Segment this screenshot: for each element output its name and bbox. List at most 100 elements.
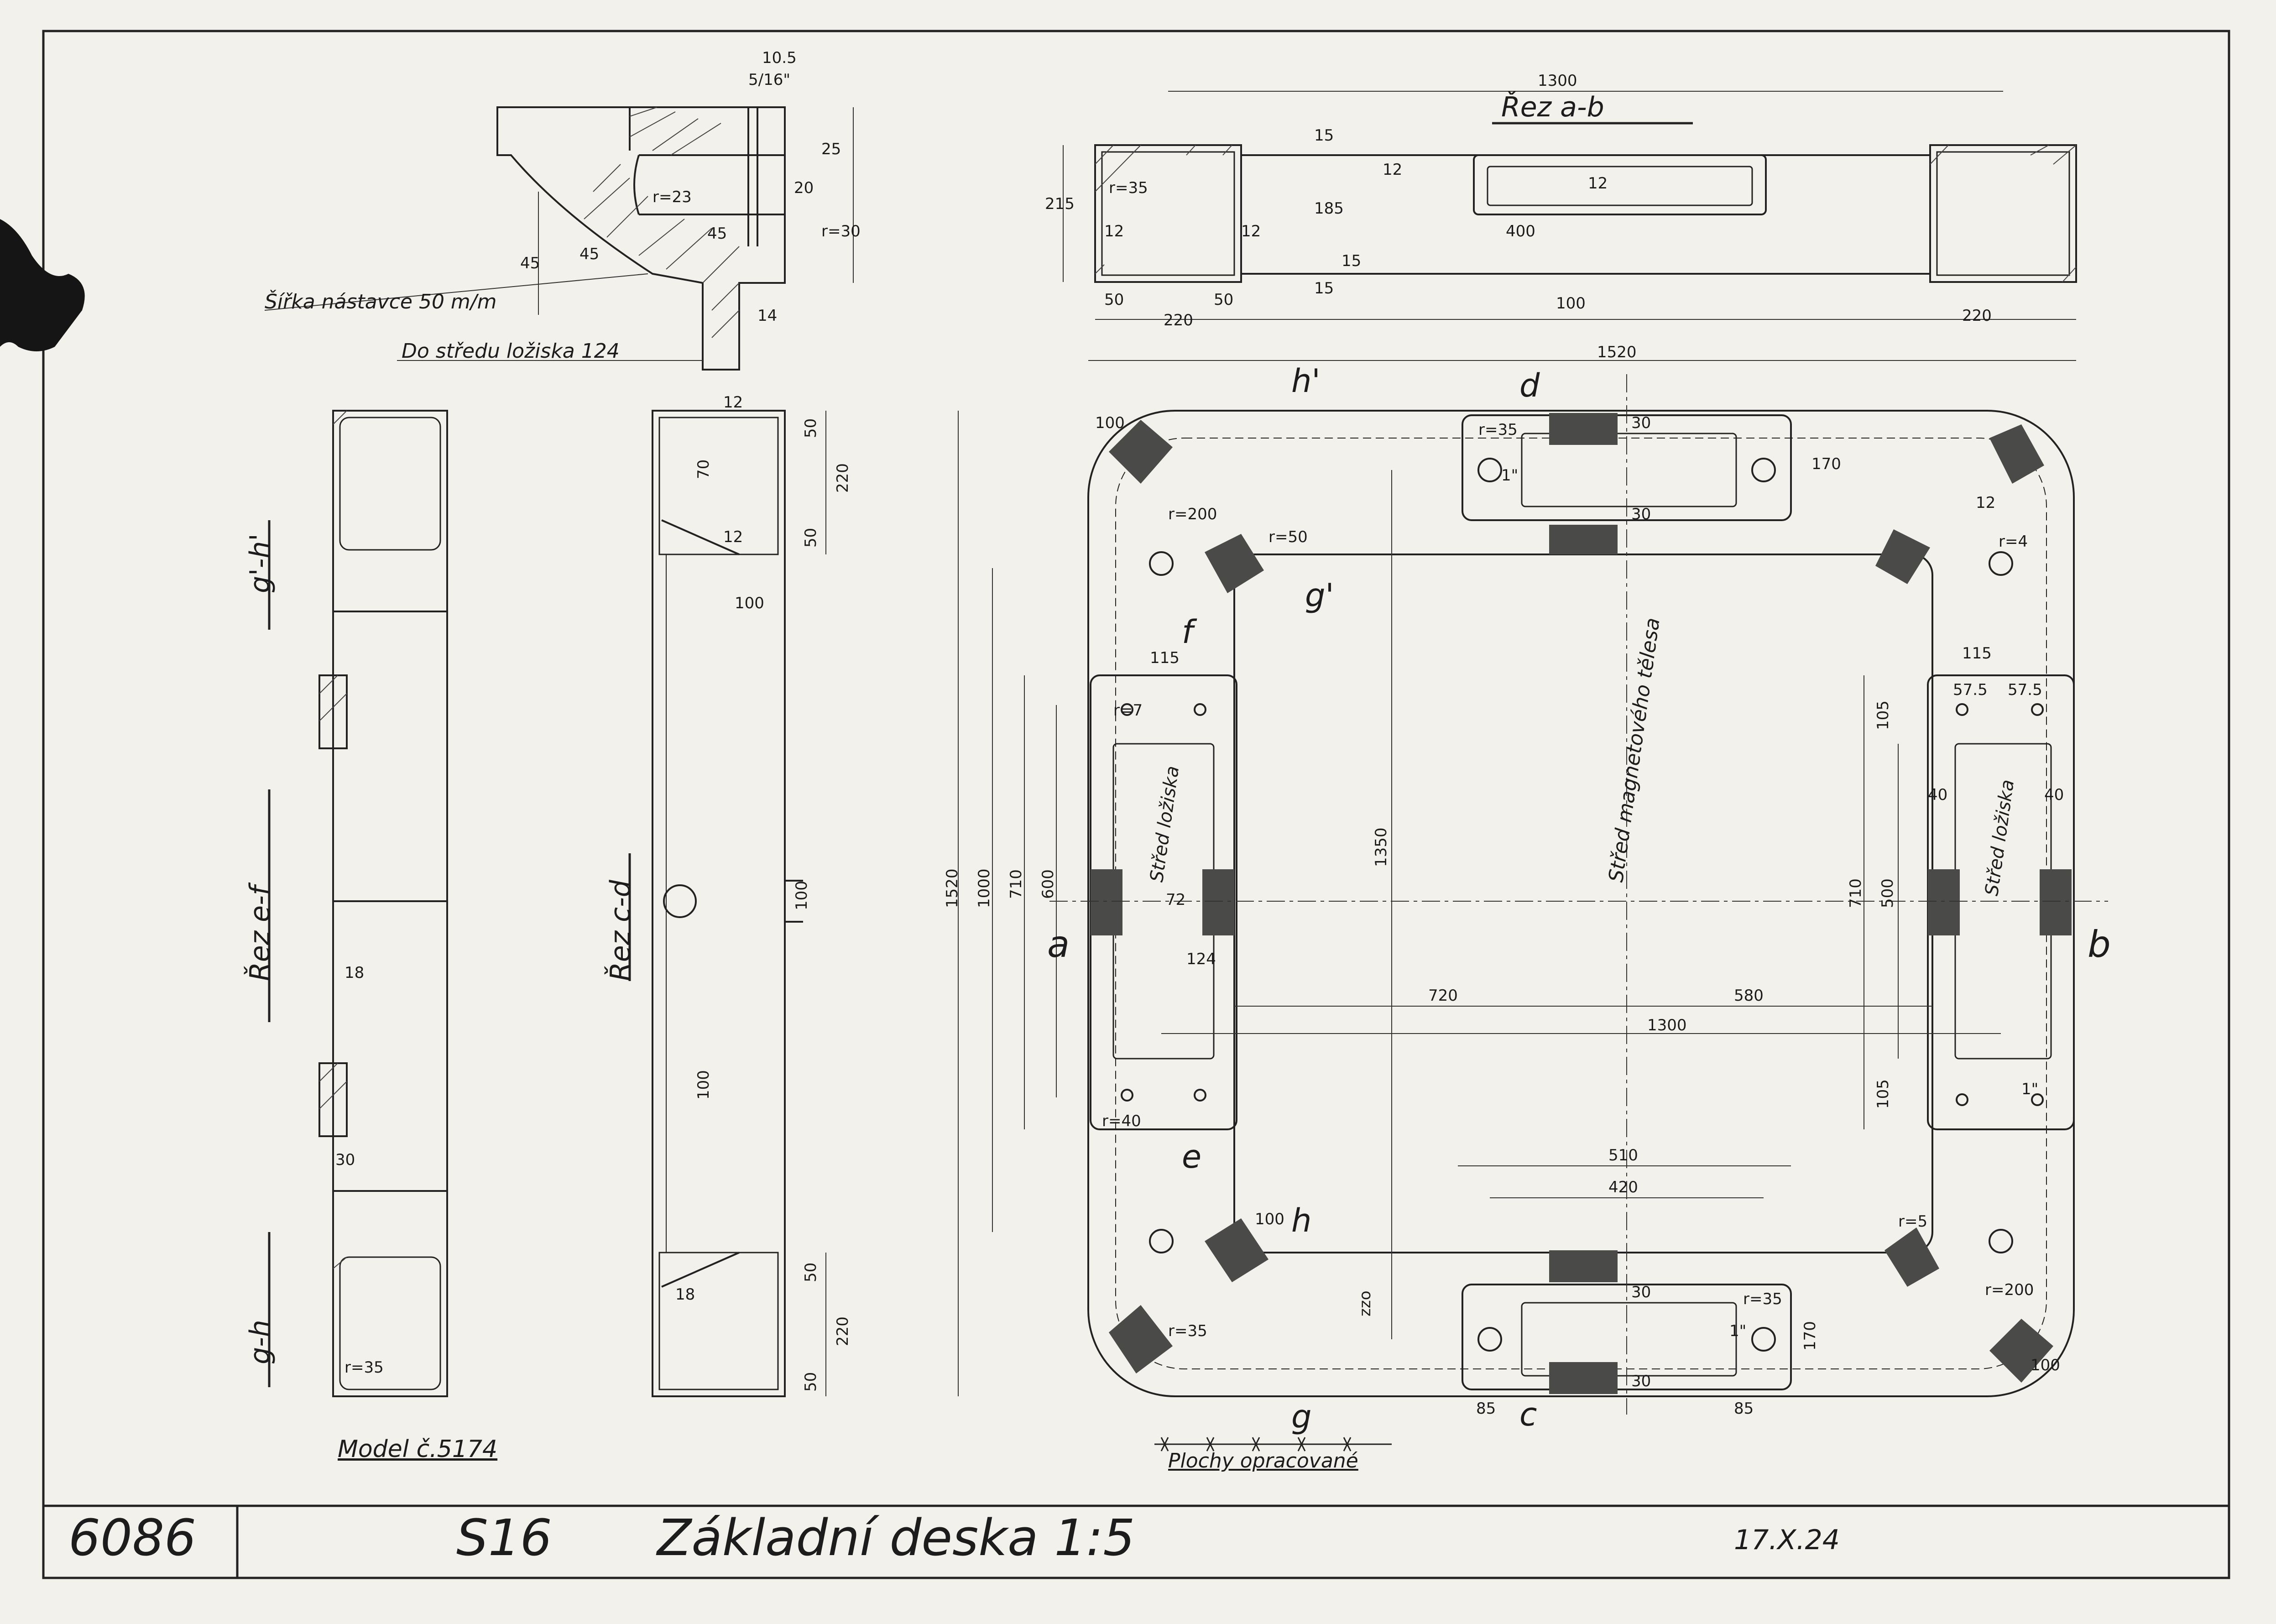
cut-mark-g-prime: g' bbox=[1305, 577, 1334, 614]
dim-label: 1300 bbox=[1647, 1016, 1687, 1034]
dim-label: r=35 bbox=[1168, 1322, 1207, 1340]
dim-label: 50 bbox=[802, 527, 820, 548]
section-ab-view bbox=[1094, 144, 2077, 283]
dim-label: 10.5 bbox=[762, 49, 797, 67]
dim-label: 20 bbox=[794, 179, 814, 197]
dim-label: 220 bbox=[834, 1316, 852, 1346]
dim-label: 220 bbox=[1164, 311, 1193, 329]
section-gh-bottom-label: g-h bbox=[244, 1320, 276, 1364]
dim-label: 50 bbox=[802, 1372, 820, 1392]
dim-label: 710 bbox=[1847, 878, 1865, 908]
dim-label: 1300 bbox=[1538, 72, 1577, 90]
dim-label: 1000 bbox=[975, 868, 993, 908]
dim-label: 15 bbox=[1314, 126, 1334, 145]
section-ab-hatching bbox=[1095, 145, 2077, 282]
dim-label: 220 bbox=[1962, 307, 1992, 325]
dim-label: 105 bbox=[1874, 1079, 1892, 1109]
dim-label: 12 bbox=[723, 528, 743, 546]
dim-label: 710 bbox=[1007, 869, 1025, 899]
cut-mark-h-prime: h' bbox=[1291, 362, 1321, 400]
section-ef-view bbox=[318, 410, 448, 1397]
dim-label: r=7 bbox=[1113, 701, 1143, 720]
dim-label: 400 bbox=[1506, 222, 1535, 240]
dim-label: 100 bbox=[735, 594, 764, 612]
dim-label: 12 bbox=[1383, 161, 1403, 179]
torn-edge-stain bbox=[0, 219, 85, 351]
dim-label: r=23 bbox=[653, 188, 692, 206]
dim-label: 1" bbox=[1729, 1322, 1747, 1340]
dim-label: 30 bbox=[1631, 414, 1651, 432]
dim-label: 40 bbox=[1928, 786, 1948, 804]
cut-mark-a: a bbox=[1047, 923, 1070, 966]
dim-label: 30 bbox=[335, 1151, 355, 1169]
section-ef-hatching bbox=[319, 410, 347, 1269]
dim-label: r=35 bbox=[1109, 179, 1148, 197]
dim-label: 115 bbox=[1150, 649, 1180, 667]
section-ab-dim-lines bbox=[1063, 91, 2076, 361]
dim-label: r=200 bbox=[1985, 1281, 2034, 1299]
dim-label: 170 bbox=[1801, 1321, 1819, 1351]
machined-surfaces-note: Plochy opracované bbox=[1168, 1449, 1358, 1473]
dim-label: 18 bbox=[345, 964, 365, 982]
dim-label: 72 bbox=[1166, 891, 1186, 909]
dim-label: 100 bbox=[1255, 1210, 1284, 1228]
date-mark: 17.X.24 bbox=[1734, 1524, 1840, 1556]
section-cd-dim-lines bbox=[825, 411, 826, 1396]
cut-mark-g: g bbox=[1291, 1398, 1312, 1436]
cut-mark-c: c bbox=[1519, 1396, 1537, 1433]
dim-label: 124 bbox=[1186, 950, 1216, 968]
machined-surface-marker bbox=[1154, 1437, 1392, 1452]
dim-label: 40 bbox=[2044, 786, 2064, 804]
cut-mark-h: h bbox=[1291, 1202, 1312, 1239]
part-code: S16 bbox=[456, 1509, 552, 1567]
dim-label: 85 bbox=[1476, 1399, 1496, 1418]
dim-label: 105 bbox=[1874, 700, 1892, 730]
section-gh-top-label: g'-h' bbox=[244, 533, 276, 593]
section-cd-label: Řez c-d bbox=[605, 880, 637, 981]
model-note: Model č.5174 bbox=[338, 1436, 498, 1463]
dim-label: r=35 bbox=[345, 1358, 384, 1377]
dim-label: r=200 bbox=[1168, 505, 1217, 523]
dim-label: 30 bbox=[1631, 1372, 1651, 1390]
dim-label: 500 bbox=[1879, 878, 1897, 908]
dim-label: 100 bbox=[2031, 1356, 2060, 1374]
dim-label: 14 bbox=[757, 307, 778, 325]
dim-label: 1" bbox=[2021, 1080, 2039, 1098]
dim-label: 100 bbox=[793, 881, 811, 910]
dim-label: 1" bbox=[1501, 466, 1519, 485]
cut-mark-e: e bbox=[1182, 1138, 1202, 1175]
dim-label: 5/16" bbox=[748, 71, 790, 89]
dim-label: r=35 bbox=[1478, 421, 1518, 439]
section-ef-label: Řez e-f bbox=[244, 886, 276, 981]
detail-hatching bbox=[584, 107, 740, 338]
dim-label: 45 bbox=[579, 245, 600, 263]
dim-label: 170 bbox=[1811, 455, 1841, 473]
dim-label: 720 bbox=[1428, 987, 1458, 1005]
cut-mark-f: f bbox=[1182, 613, 1193, 651]
dim-label: 115 bbox=[1962, 644, 1992, 663]
dim-label: 50 bbox=[802, 418, 820, 438]
dim-label: 50 bbox=[802, 1262, 820, 1282]
detail-view bbox=[496, 106, 786, 371]
dim-label: 1520 bbox=[943, 868, 961, 908]
detail-dim-lines bbox=[264, 107, 854, 361]
dim-label: 50 bbox=[1104, 291, 1124, 309]
dim-label: 25 bbox=[821, 140, 841, 158]
dim-label: 580 bbox=[1734, 987, 1764, 1005]
dim-label: 12 bbox=[1588, 174, 1608, 193]
dim-label: 1520 bbox=[1597, 343, 1637, 361]
bearing-center-note: Do středu ložiska 124 bbox=[402, 339, 620, 363]
outer-border bbox=[42, 30, 2230, 1579]
dim-label: 12 bbox=[1976, 494, 1996, 512]
dim-label: 57.5 bbox=[1953, 681, 1988, 699]
dim-label: r=5 bbox=[1898, 1212, 1928, 1231]
dim-label: 30 bbox=[1631, 1283, 1651, 1301]
dim-label: 85 bbox=[1734, 1399, 1754, 1418]
dim-label: 12 bbox=[1104, 222, 1124, 240]
dim-label: zzo bbox=[1356, 1290, 1374, 1317]
dim-label: r=40 bbox=[1102, 1112, 1141, 1130]
dim-label: r=35 bbox=[1743, 1290, 1782, 1308]
dim-label: 12 bbox=[1241, 222, 1261, 240]
